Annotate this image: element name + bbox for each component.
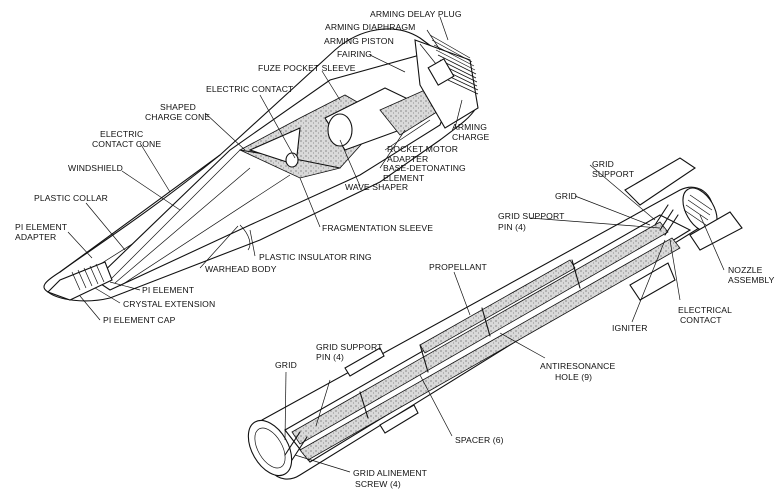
label-fragmentation-sleeve: FRAGMENTATION SLEEVE — [322, 223, 433, 233]
wave-shaper-disc — [327, 113, 353, 147]
label-warhead-body: WARHEAD BODY — [205, 264, 277, 274]
plastic-insulator — [239, 224, 251, 251]
label-windshield: WINDSHIELD — [68, 163, 123, 173]
propellant-grain-2 — [299, 237, 681, 461]
rocket-motor-assembly — [247, 157, 743, 480]
label-plastic-collar: PLASTIC COLLAR — [34, 193, 108, 203]
label-grid-support-pin-bottom-1: GRID SUPPORT — [316, 342, 383, 352]
label-grid-top: GRID — [555, 191, 577, 201]
label-base-detonating-2: ELEMENT — [383, 173, 425, 183]
label-fuze-pocket-sleeve: FUZE POCKET SLEEVE — [258, 63, 356, 73]
windshield-line — [59, 154, 221, 273]
tube-tab-2 — [379, 404, 419, 434]
label-electric-contact-cone-1: ELECTRIC — [100, 129, 143, 139]
nozzle-end-left-inner — [254, 427, 286, 469]
grid-left — [284, 431, 308, 461]
rear-section — [414, 39, 479, 129]
label-electrical-contact-1: ELECTRICAL — [678, 305, 732, 315]
label-shaped-charge-1: SHAPED — [160, 102, 196, 112]
label-electric-contact: ELECTRIC CONTACT — [206, 84, 294, 94]
label-arming-diaphragm: ARMING DIAPHRAGM — [325, 22, 415, 32]
propellant-grain-3 — [419, 259, 576, 354]
label-igniter: IGNITER — [612, 323, 648, 333]
label-electric-contact-cone-2: CONTACT CONE — [92, 139, 161, 149]
label-arming-charge-2: CHARGE — [452, 132, 490, 142]
spacer-lines — [359, 259, 581, 419]
propellant-grain-1 — [291, 221, 669, 445]
label-fairing: FAIRING — [337, 49, 372, 59]
label-spacer: SPACER (6) — [455, 435, 504, 445]
label-grid-support-pin-top-2: PIN (4) — [498, 222, 526, 232]
nozzle-end-left — [247, 419, 293, 477]
warhead-assembly — [43, 28, 479, 302]
label-grid-alinement-screw-2: SCREW (4) — [355, 479, 401, 489]
label-propellant: PROPELLANT — [429, 262, 487, 272]
label-nozzle-assembly-2: ASSEMBLY — [728, 275, 775, 285]
fin-side — [689, 211, 743, 251]
label-arming-delay-plug: ARMING DELAY PLUG — [370, 9, 462, 19]
fin-top — [624, 157, 696, 206]
label-rocket-motor-adapter-1: ROCKET MOTOR — [387, 144, 458, 154]
label-pi-element-cap: PI ELEMENT CAP — [103, 315, 176, 325]
label-grid-support-top-2: SUPPORT — [592, 169, 635, 179]
electric-contact-ball — [285, 152, 299, 168]
label-electrical-contact-2: CONTACT — [680, 315, 722, 325]
label-grid-bottom: GRID — [275, 360, 297, 370]
label-nozzle-assembly-1: NOZZLE — [728, 265, 763, 275]
label-antiresonance-hole-1: ANTIRESONANCE — [540, 361, 615, 371]
contact-cone-lines — [109, 149, 291, 287]
grid-right — [654, 204, 679, 236]
pi-element-nose — [47, 261, 113, 301]
fin-bottom — [629, 262, 676, 301]
rear-threads — [429, 34, 479, 95]
label-base-detonating-1: BASE-DETONATING — [383, 163, 466, 173]
pi-element-threads — [71, 263, 105, 291]
arming-piston-block — [427, 58, 455, 86]
label-rocket-motor-adapter-2: ADAPTER — [387, 154, 428, 164]
label-grid-support-top-1: GRID — [592, 159, 614, 169]
end-threads — [683, 194, 713, 226]
label-shaped-charge-2: CHARGE CONE — [145, 112, 210, 122]
leader-lines — [67, 16, 725, 473]
label-grid-alinement-screw-1: GRID ALINEMENT — [353, 468, 428, 478]
label-grid-support-pin-bottom-2: PIN (4) — [316, 352, 344, 362]
label-arming-charge-1: ARMING — [452, 122, 487, 132]
labels: ARMING DELAY PLUG ARMING DIAPHRAGM ARMIN… — [15, 9, 775, 489]
label-antiresonance-hole-2: HOLE (9) — [555, 372, 592, 382]
label-plastic-insulator-ring: PLASTIC INSULATOR RING — [259, 252, 372, 262]
label-wave-shaper: WAVE SHAPER — [345, 182, 408, 192]
label-pi-element-adapter-2: ADAPTER — [15, 232, 56, 242]
label-pi-element: PI ELEMENT — [142, 285, 195, 295]
label-arming-piston: ARMING PISTON — [324, 36, 394, 46]
label-crystal-extension: CRYSTAL EXTENSION — [123, 299, 215, 309]
tube-tab-1 — [344, 347, 385, 377]
label-pi-element-adapter-1: PI ELEMENT — [15, 222, 68, 232]
label-grid-support-pin-top-1: GRID SUPPORT — [498, 211, 565, 221]
